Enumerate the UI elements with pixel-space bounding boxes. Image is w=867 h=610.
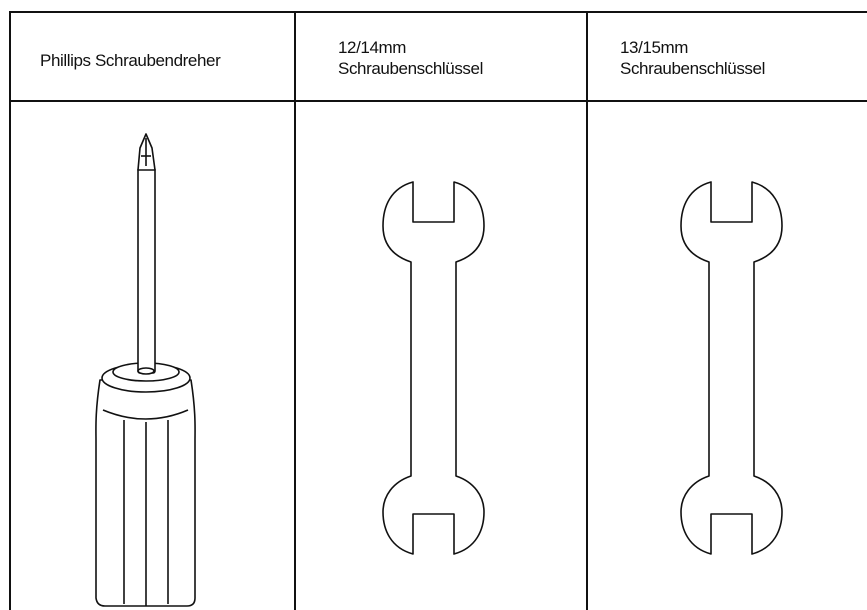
header-wrench-13-15: 13/15mm Schraubenschlüssel	[620, 37, 860, 79]
header-wrench-12-14: 12/14mm Schraubenschlüssel	[338, 37, 578, 79]
header-line: 12/14mm	[338, 38, 407, 57]
header-line: Phillips Schraubendreher	[40, 51, 221, 70]
header-phillips-screwdriver: Phillips Schraubendreher	[40, 50, 290, 71]
header-line: Schraubenschlüssel	[338, 59, 483, 78]
header-line: 13/15mm	[620, 38, 689, 57]
header-line: Schraubenschlüssel	[620, 59, 765, 78]
